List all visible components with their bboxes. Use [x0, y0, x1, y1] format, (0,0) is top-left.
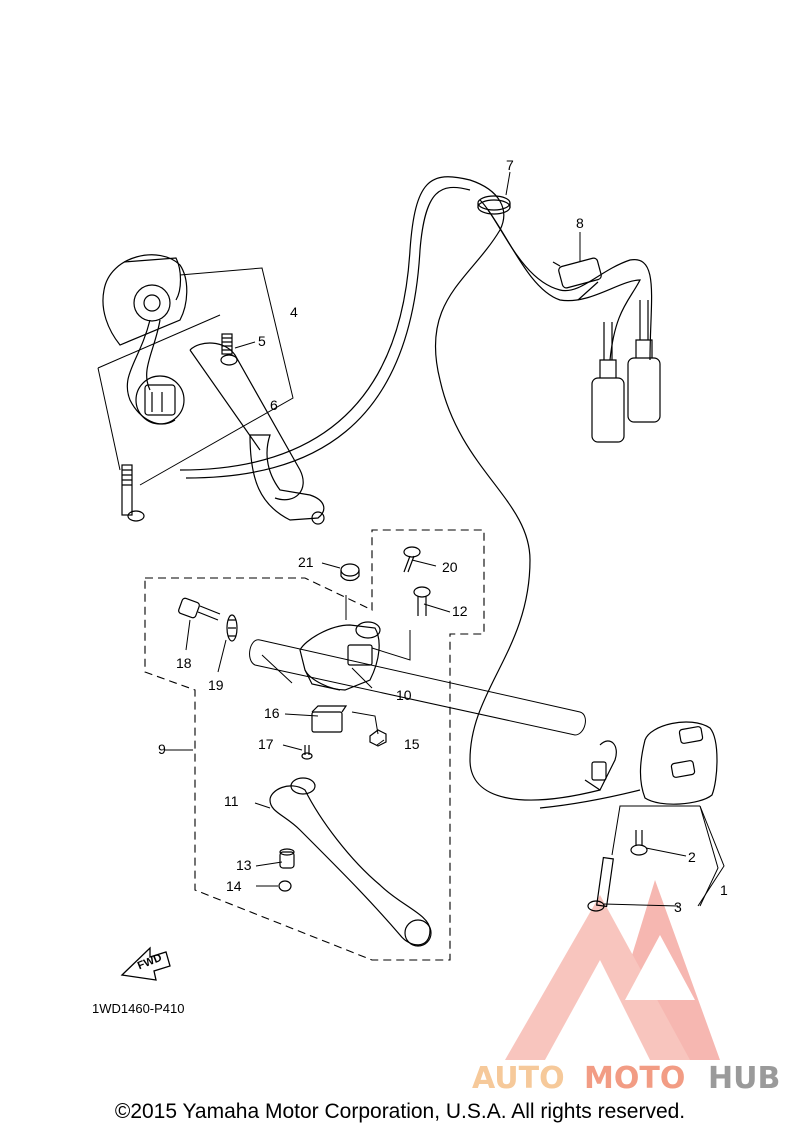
watermark-word-a: AUTO: [472, 1061, 565, 1096]
lever-holder-10: [299, 621, 381, 691]
screw-2: [630, 830, 648, 856]
callout-9: 9: [158, 741, 166, 757]
adjuster-bolt-18: [178, 597, 221, 621]
handlebar-pipe: [249, 639, 586, 736]
copyright-notice: ©2015 Yamaha Motor Corporation, U.S.A. A…: [114, 1100, 686, 1123]
callout-7: 7: [506, 157, 514, 173]
screw-6: [121, 464, 145, 522]
clutch-lever-11: [269, 777, 432, 947]
collar-13: [279, 848, 295, 869]
part-number: 1WD1460-P410: [92, 1001, 185, 1016]
spring-19: [226, 614, 238, 642]
callout-10: 10: [396, 687, 412, 703]
handlebar-switch-4: [102, 254, 188, 425]
handlebar-switch-1: [539, 721, 718, 809]
callout-16: 16: [264, 705, 280, 721]
throttle-grip: [189, 342, 304, 501]
band-8: [552, 257, 602, 301]
cap-21: [340, 563, 360, 582]
screw-5: [220, 333, 238, 366]
screw-17: [301, 745, 313, 760]
callout-14: 14: [226, 878, 242, 894]
callout-labels: 1 2 3 4 5 6 7 8 9 10 11 12 13 14 15 16 1…: [92, 157, 728, 1016]
fwd-arrow-icon: [120, 946, 171, 981]
switch-16: [311, 705, 348, 733]
clutch-cable: [179, 176, 601, 801]
screw-3: [587, 856, 614, 912]
callout-13: 13: [236, 857, 252, 873]
lever-kit-boundary-9: [144, 529, 485, 961]
watermark-text: AUTO MOTO HUB: [472, 1061, 780, 1096]
callout-8: 8: [576, 215, 584, 231]
watermark-word-c: HUB: [708, 1061, 780, 1096]
bolt-20: [403, 546, 421, 573]
callout-19: 19: [208, 677, 224, 693]
watermark-word-b: MOTO: [584, 1061, 685, 1096]
connector-plugs: [591, 300, 661, 443]
callout-21: 21: [298, 554, 314, 570]
automotohub-logo: [505, 880, 720, 1060]
circlip-14: [278, 880, 292, 892]
bolt-12: [413, 586, 431, 616]
callout-5: 5: [258, 333, 266, 349]
callout-6: 6: [270, 397, 278, 413]
callout-15: 15: [404, 736, 420, 752]
nut-15: [369, 729, 387, 747]
callout-12: 12: [452, 603, 468, 619]
callout-18: 18: [176, 655, 192, 671]
callout-11: 11: [224, 793, 239, 809]
callout-2: 2: [688, 849, 696, 865]
callout-1: 1: [720, 882, 728, 898]
callout-3: 3: [674, 899, 682, 915]
cable-guide-7: [477, 195, 511, 215]
callout-4: 4: [290, 304, 298, 320]
callout-20: 20: [442, 559, 458, 575]
callout-17: 17: [258, 736, 274, 752]
